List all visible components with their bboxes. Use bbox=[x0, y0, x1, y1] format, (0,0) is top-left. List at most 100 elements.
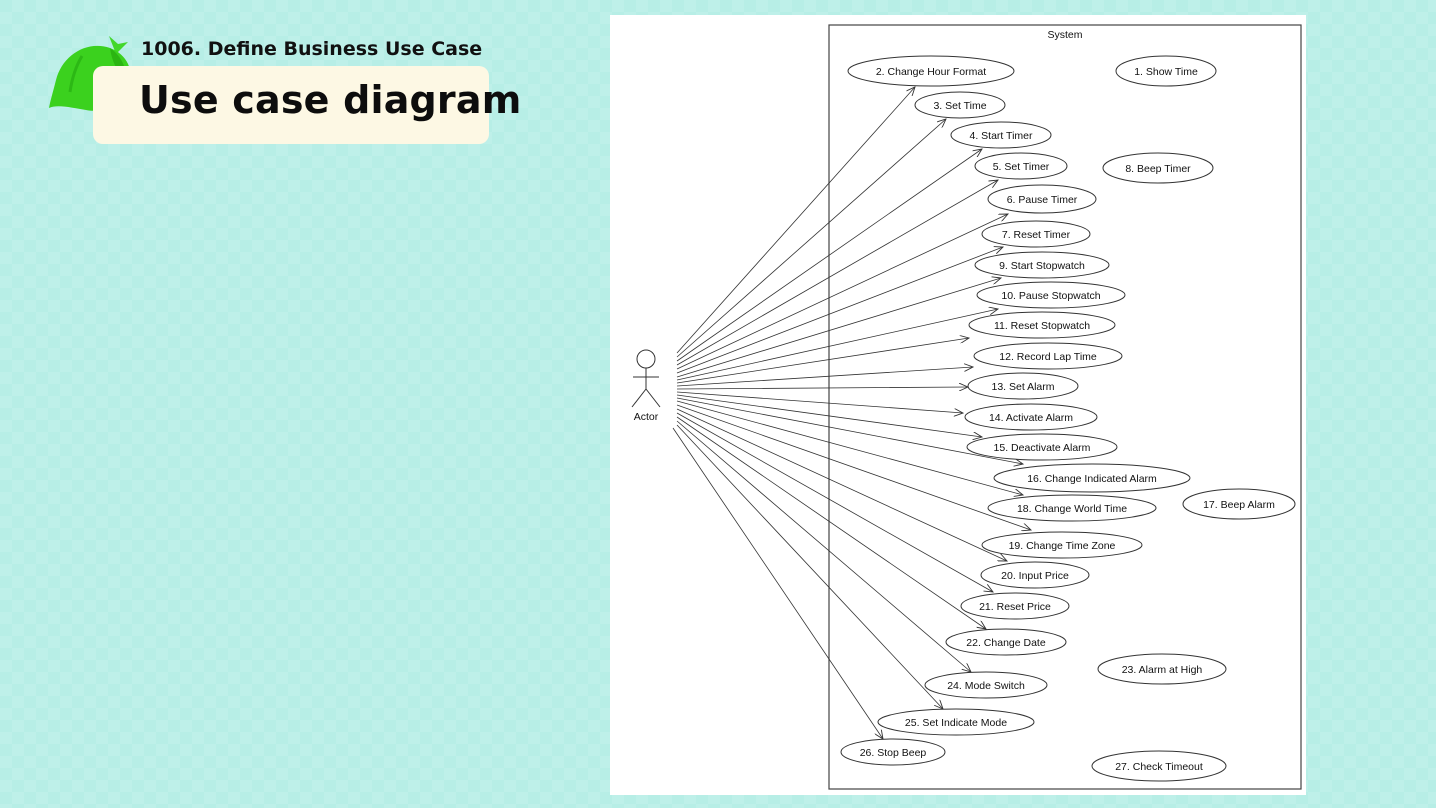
use-case-ellipse bbox=[993, 463, 1191, 493]
use-cases: 1. Show Time 2. Change Hour Format 3. Set … bbox=[840, 55, 1296, 782]
association-arrow-10 bbox=[676, 309, 998, 381]
use-case-ellipse bbox=[914, 91, 1006, 119]
use-case-label: 4. Start Timer bbox=[969, 130, 1033, 142]
use-case-27: 27. Check Timeout bbox=[1091, 750, 1227, 782]
use-case-1: 1. Show Time bbox=[1115, 55, 1217, 87]
use-case-ellipse bbox=[840, 738, 946, 766]
association-arrow-9 bbox=[676, 278, 1001, 378]
association-arrow-16 bbox=[676, 397, 1023, 464]
use-case-ellipse bbox=[974, 251, 1110, 279]
association-arrow-3 bbox=[676, 119, 946, 358]
use-case-label: 2. Change Hour Format bbox=[876, 66, 986, 78]
actor-left-leg bbox=[631, 388, 647, 408]
use-case-ellipse bbox=[980, 561, 1090, 589]
use-case-diagram-canvas: System Actor 1. Show Time 2. Change Hour … bbox=[631, 24, 1302, 790]
use-case-label: 10. Pause Stopwatch bbox=[1001, 290, 1100, 302]
use-case-3: 3. Set Time bbox=[914, 91, 1006, 119]
actor bbox=[631, 349, 661, 408]
use-case-label: 21. Reset Price bbox=[979, 601, 1051, 613]
association-arrow-11 bbox=[676, 338, 969, 384]
use-case-label: 26. Stop Beep bbox=[860, 747, 927, 759]
use-case-2: 2. Change Hour Format bbox=[847, 55, 1015, 87]
use-case-ellipse bbox=[974, 152, 1068, 180]
association-arrow-26 bbox=[672, 427, 883, 739]
use-case-ellipse bbox=[1182, 488, 1296, 520]
use-case-label: 8. Beep Timer bbox=[1125, 163, 1191, 175]
actor-label: Actor bbox=[634, 411, 659, 423]
use-case-9: 9. Start Stopwatch bbox=[974, 251, 1110, 279]
association-arrow-15 bbox=[676, 394, 982, 437]
use-case-ellipse bbox=[1091, 750, 1227, 782]
use-case-label: 19. Change Time Zone bbox=[1009, 540, 1116, 552]
use-case-label: 23. Alarm at High bbox=[1122, 664, 1203, 676]
association-arrow-19 bbox=[676, 404, 1031, 530]
page-title: Use case diagram bbox=[139, 78, 522, 122]
association-arrow-14 bbox=[676, 391, 963, 413]
association-arrow-5 bbox=[676, 180, 998, 366]
use-case-14: 14. Activate Alarm bbox=[964, 403, 1098, 431]
use-case-25: 25. Set Indicate Mode bbox=[877, 708, 1035, 736]
use-case-ellipse bbox=[1102, 152, 1214, 184]
use-case-4: 4. Start Timer bbox=[950, 121, 1052, 149]
use-case-ellipse bbox=[964, 403, 1098, 431]
use-case-label: 12. Record Lap Time bbox=[999, 351, 1097, 363]
association-arrow-4 bbox=[676, 149, 982, 362]
association-arrow-21 bbox=[676, 412, 993, 592]
association-arrow-24 bbox=[676, 420, 971, 672]
use-case-7: 7. Reset Timer bbox=[981, 220, 1091, 248]
use-case-label: 3. Set Time bbox=[933, 100, 986, 112]
association-lines bbox=[672, 87, 1031, 739]
use-case-5: 5. Set Timer bbox=[974, 152, 1068, 180]
use-case-label: 5. Set Timer bbox=[993, 161, 1050, 173]
use-case-label: 1. Show Time bbox=[1134, 66, 1198, 78]
use-case-ellipse bbox=[950, 121, 1052, 149]
use-case-label: 17. Beep Alarm bbox=[1203, 499, 1275, 511]
use-case-ellipse bbox=[1115, 55, 1217, 87]
use-case-diagram: System Actor 1. Show Time 2. Change Hour … bbox=[610, 15, 1306, 795]
use-case-20: 20. Input Price bbox=[980, 561, 1090, 589]
use-case-ellipse bbox=[981, 220, 1091, 248]
use-case-21: 21. Reset Price bbox=[960, 592, 1070, 620]
use-case-label: 22. Change Date bbox=[966, 637, 1046, 649]
use-case-ellipse bbox=[968, 311, 1116, 339]
use-case-label: 11. Reset Stopwatch bbox=[994, 320, 1090, 332]
system-boundary bbox=[828, 24, 1302, 790]
title-card bbox=[93, 66, 489, 144]
use-case-label: 16. Change Indicated Alarm bbox=[1027, 473, 1157, 485]
page-subtitle: 1006. Define Business Use Case bbox=[141, 38, 483, 60]
association-arrow-18 bbox=[676, 400, 1023, 495]
actor-right-leg bbox=[645, 388, 661, 408]
system-label: System bbox=[1047, 29, 1082, 41]
use-case-label: 7. Reset Timer bbox=[1002, 229, 1071, 241]
use-case-15: 15. Deactivate Alarm bbox=[966, 433, 1118, 461]
use-case-16: 16. Change Indicated Alarm bbox=[993, 463, 1191, 493]
use-case-label: 13. Set Alarm bbox=[991, 381, 1054, 393]
association-arrow-25 bbox=[676, 424, 943, 709]
use-case-18: 18. Change World Time bbox=[987, 494, 1157, 522]
use-case-ellipse bbox=[987, 494, 1157, 522]
association-arrow-20 bbox=[676, 408, 1007, 561]
use-case-label: 27. Check Timeout bbox=[1115, 761, 1203, 773]
use-case-11: 11. Reset Stopwatch bbox=[968, 311, 1116, 339]
association-arrow-6 bbox=[676, 214, 1008, 370]
use-case-label: 24. Mode Switch bbox=[947, 680, 1025, 692]
actor-head bbox=[636, 349, 656, 369]
use-case-ellipse bbox=[966, 433, 1118, 461]
use-case-label: 6. Pause Timer bbox=[1007, 194, 1078, 206]
use-case-label: 20. Input Price bbox=[1001, 570, 1069, 582]
use-case-22: 22. Change Date bbox=[945, 628, 1067, 656]
use-case-label: 9. Start Stopwatch bbox=[999, 260, 1085, 272]
use-case-13: 13. Set Alarm bbox=[967, 372, 1079, 400]
use-case-19: 19. Change Time Zone bbox=[981, 531, 1143, 559]
association-arrow-2 bbox=[676, 87, 915, 354]
use-case-ellipse bbox=[976, 281, 1126, 309]
use-case-label: 25. Set Indicate Mode bbox=[905, 717, 1007, 729]
use-case-label: 14. Activate Alarm bbox=[989, 412, 1073, 424]
use-case-6: 6. Pause Timer bbox=[987, 184, 1097, 214]
use-case-12: 12. Record Lap Time bbox=[973, 342, 1123, 370]
use-case-ellipse bbox=[877, 708, 1035, 736]
use-case-label: 15. Deactivate Alarm bbox=[994, 442, 1091, 454]
use-case-17: 17. Beep Alarm bbox=[1182, 488, 1296, 520]
association-arrow-7 bbox=[676, 247, 1003, 374]
use-case-ellipse bbox=[987, 184, 1097, 214]
